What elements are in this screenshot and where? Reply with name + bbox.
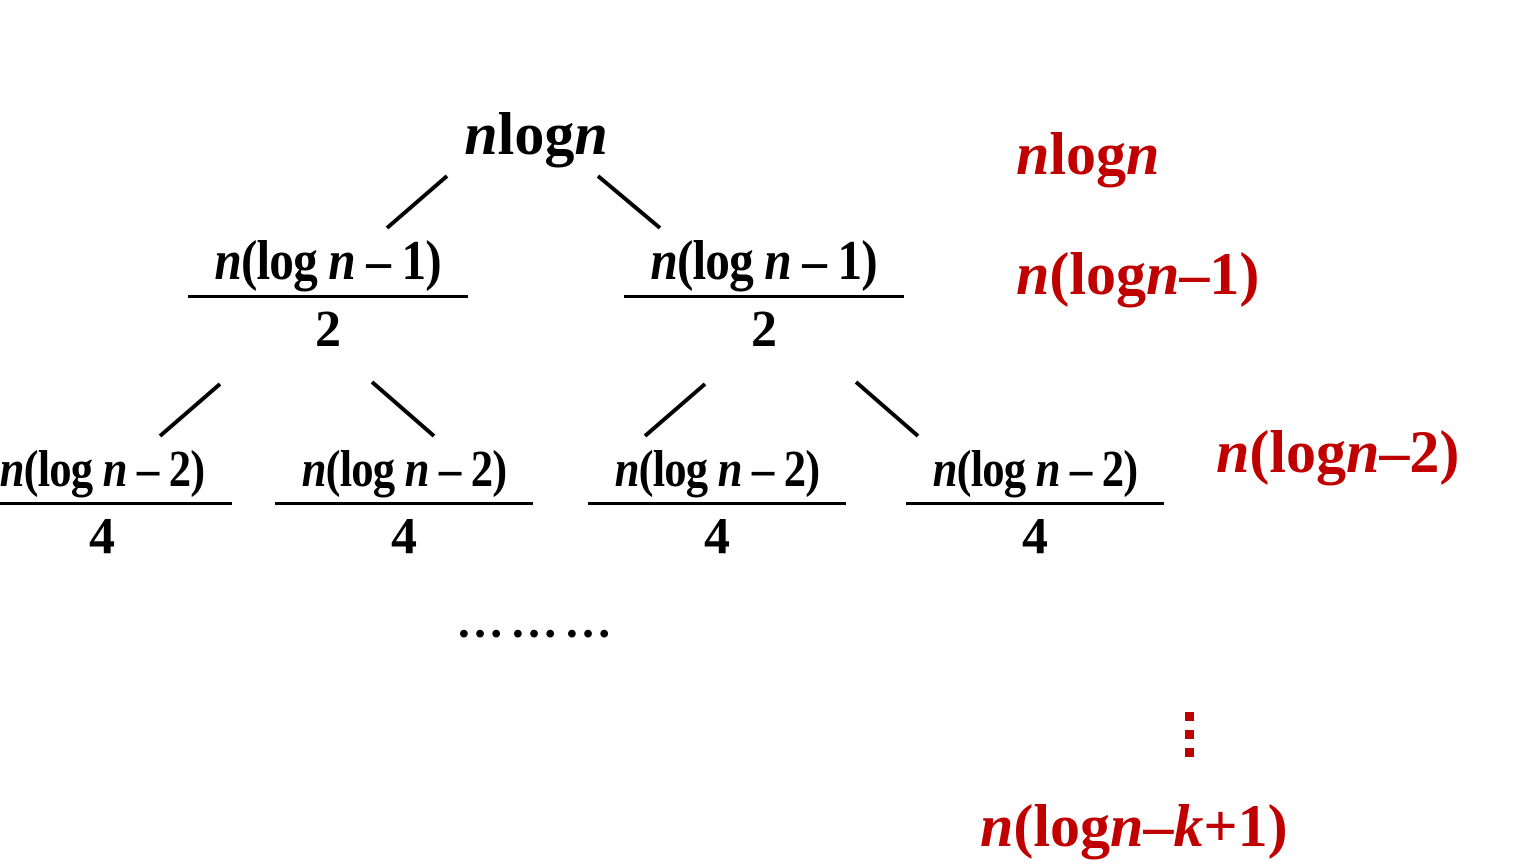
num-n: n bbox=[301, 441, 327, 498]
level2-denominator: 4 bbox=[1022, 508, 1048, 565]
sum-k: k bbox=[1173, 793, 1204, 859]
level2-denominator: 4 bbox=[391, 508, 417, 565]
sum-log: log bbox=[1049, 121, 1127, 187]
vdot bbox=[1184, 712, 1194, 721]
sum-minus: – bbox=[1143, 793, 1174, 859]
vdot bbox=[1184, 730, 1194, 739]
level1-denominator: 2 bbox=[315, 301, 341, 358]
num-n2: n bbox=[404, 441, 430, 498]
level2-numerator: n(log n – 2) bbox=[613, 444, 821, 502]
sum-n2: n bbox=[1126, 121, 1160, 187]
num-n: n bbox=[650, 230, 678, 292]
num-log: (log bbox=[241, 230, 318, 292]
num-n2: n bbox=[1035, 441, 1061, 498]
num-n: n bbox=[214, 230, 242, 292]
num-rest: – 1) bbox=[791, 230, 878, 292]
sum-tail: +1) bbox=[1203, 793, 1288, 859]
num-log: (log bbox=[638, 441, 708, 498]
num-rest: – 2) bbox=[741, 441, 820, 498]
level2-denominator: 4 bbox=[89, 508, 115, 565]
sum-log: (log bbox=[1249, 419, 1347, 485]
level1-numerator: n(log n – 1) bbox=[213, 233, 443, 295]
num-n2: n bbox=[764, 230, 792, 292]
level2-numerator: n(log n – 2) bbox=[931, 444, 1139, 502]
num-n2: n bbox=[328, 230, 356, 292]
num-n: n bbox=[0, 441, 25, 498]
num-rest: – 1) bbox=[355, 230, 442, 292]
level-sum-last: n(logn–k+1) bbox=[980, 796, 1288, 856]
root-n: n bbox=[464, 101, 498, 167]
num-rest: – 2) bbox=[126, 441, 205, 498]
fraction-bar bbox=[188, 295, 468, 298]
root-n2: n bbox=[574, 101, 608, 167]
edge-l1b-left bbox=[643, 382, 707, 438]
fraction-bar bbox=[624, 295, 904, 298]
vertical-ellipsis-icon bbox=[1184, 712, 1194, 757]
tree-continuation-ellipsis: ……… bbox=[456, 595, 618, 648]
edge-l1a-right bbox=[370, 380, 436, 438]
num-log: (log bbox=[677, 230, 754, 292]
fraction-bar bbox=[275, 502, 533, 505]
sum-log: (log bbox=[1049, 241, 1147, 307]
num-log: (log bbox=[325, 441, 395, 498]
num-n: n bbox=[614, 441, 640, 498]
level2-denominator: 4 bbox=[704, 508, 730, 565]
num-rest: – 2) bbox=[428, 441, 507, 498]
fraction-bar bbox=[0, 502, 232, 505]
level2-node-3: n(log n – 2) 4 bbox=[588, 444, 846, 563]
sum-n2: n bbox=[1110, 793, 1144, 859]
sum-n: n bbox=[1216, 419, 1250, 485]
sum-n: n bbox=[1016, 241, 1050, 307]
sum-n2: n bbox=[1346, 419, 1380, 485]
sum-n2: n bbox=[1146, 241, 1180, 307]
vdot bbox=[1184, 748, 1194, 757]
num-n: n bbox=[932, 441, 958, 498]
sum-tail: –1) bbox=[1179, 241, 1260, 307]
level2-node-1: n(log n – 2) 4 bbox=[0, 444, 232, 563]
root-expression: nlogn bbox=[464, 104, 607, 164]
root-log: log bbox=[497, 101, 575, 167]
edge-l1b-right bbox=[854, 380, 920, 438]
num-n2: n bbox=[102, 441, 128, 498]
fraction-bar bbox=[588, 502, 846, 505]
level2-node-2: n(log n – 2) 4 bbox=[275, 444, 533, 563]
level1-numerator: n(log n – 1) bbox=[649, 233, 879, 295]
edge-root-left bbox=[385, 174, 449, 230]
level-sum-2: n(logn–2) bbox=[1216, 422, 1459, 482]
edge-l1a-left bbox=[158, 382, 222, 438]
fraction-bar bbox=[906, 502, 1164, 505]
level1-node-left: n(log n – 1) 2 bbox=[188, 233, 468, 356]
sum-n: n bbox=[980, 793, 1014, 859]
level1-denominator: 2 bbox=[751, 301, 777, 358]
level2-numerator: n(log n – 2) bbox=[300, 444, 508, 502]
num-log: (log bbox=[23, 441, 93, 498]
sum-tail: –2) bbox=[1379, 419, 1460, 485]
level-sum-1: n(logn–1) bbox=[1016, 244, 1259, 304]
tree-root-node: nlogn bbox=[450, 104, 622, 164]
num-rest: – 2) bbox=[1059, 441, 1138, 498]
sum-log: (log bbox=[1013, 793, 1111, 859]
num-log: (log bbox=[956, 441, 1026, 498]
sum-n: n bbox=[1016, 121, 1050, 187]
num-n2: n bbox=[717, 441, 743, 498]
level2-numerator: n(log n – 2) bbox=[0, 444, 206, 502]
level-sum-0: nlogn bbox=[1016, 124, 1159, 184]
level2-node-4: n(log n – 2) 4 bbox=[906, 444, 1164, 563]
level1-node-right: n(log n – 1) 2 bbox=[624, 233, 904, 356]
edge-root-right bbox=[596, 174, 662, 230]
